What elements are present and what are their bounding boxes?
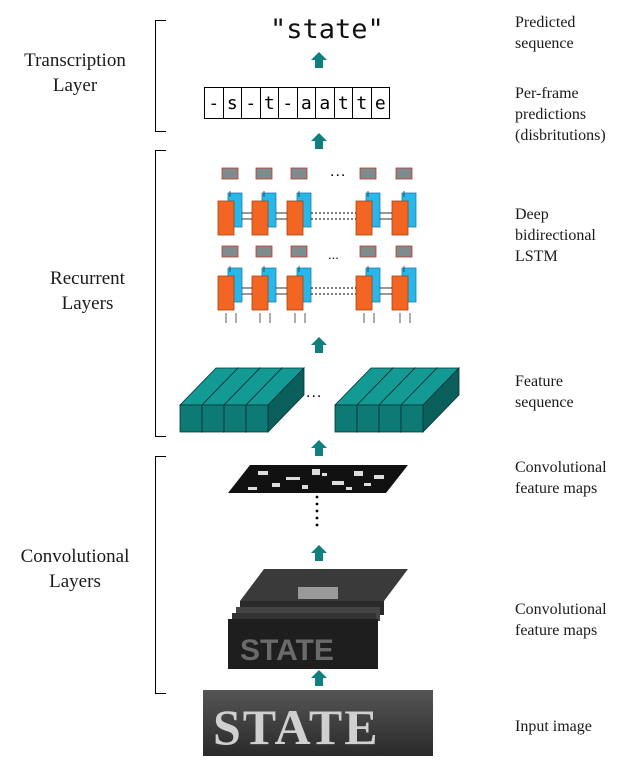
recurrent-layers-label: Recurrent Layers [25, 266, 150, 316]
per-frame-cell: e [372, 88, 390, 118]
conv-feature-map-top [228, 463, 408, 495]
per-frame-cell: - [279, 88, 298, 118]
arrow-up-icon [311, 440, 327, 448]
lstm-forward-cell [356, 276, 372, 310]
lstm-top-ellipsis: ... [330, 163, 346, 181]
lstm-output-cell [360, 168, 376, 179]
conv-map-word: STATE [240, 634, 334, 667]
vertical-ellipsis-icon [314, 492, 320, 542]
arrow-up-icon [311, 337, 327, 345]
arrow-up-icon [311, 52, 327, 60]
feature-sequence-label: Feature sequence [515, 371, 574, 413]
per-frame-cell: t [353, 88, 372, 118]
conv-feature-map-bottom: STATE [218, 565, 418, 675]
lstm-forward-cell [252, 201, 268, 235]
lstm-output-cell [396, 246, 412, 257]
input-image-label: Input image [515, 716, 592, 737]
convolutional-layers-label: Convolutional Layers [5, 544, 145, 594]
lstm-output-cell [360, 246, 376, 257]
predicted-text: "state" [270, 14, 384, 45]
lstm-forward-cell [218, 201, 234, 235]
per-frame-predictions-label: Per-frame predictions (disbritutions) [515, 83, 606, 146]
lstm-forward-cell [218, 276, 234, 310]
deep-bilstm-label: Deep bidirectional LSTM [515, 204, 596, 267]
lstm-output-cell [291, 246, 307, 257]
per-frame-cell: a [298, 88, 317, 118]
conv-feature-maps-top-label: Convolutional feature maps [515, 457, 607, 499]
lstm-output-cell [291, 168, 307, 179]
arrow-up-icon [311, 545, 327, 553]
per-frame-cell: t [261, 88, 280, 118]
arrow-up-icon [311, 133, 327, 141]
predicted-sequence-label: Predicted sequence [515, 12, 575, 54]
recurrent-bracket [155, 150, 166, 437]
lstm-forward-cell [287, 201, 303, 235]
convolutional-bracket [155, 456, 166, 694]
lstm-output-cell [222, 246, 238, 257]
per-frame-cell: a [316, 88, 335, 118]
transcription-layer-label: Transcription Layer [10, 48, 140, 98]
transcription-bracket [155, 20, 166, 132]
lstm-forward-cell [287, 276, 303, 310]
lstm-mid-ellipsis: ... [328, 247, 339, 262]
input-image: STATE [203, 690, 433, 756]
per-frame-cell: - [242, 88, 261, 118]
per-frame-cell: t [335, 88, 354, 118]
lstm-output-cell [256, 168, 272, 179]
lstm-forward-cell [252, 276, 268, 310]
lstm-output-cell [256, 246, 272, 257]
input-image-word: STATE [213, 699, 380, 755]
per-frame-cell: s [224, 88, 243, 118]
feature-sequence-blocks [175, 360, 475, 435]
bilstm-diagram: ... [208, 163, 438, 328]
feature-ellipsis: ... [306, 384, 322, 402]
lstm-forward-cell [392, 276, 408, 310]
conv-feature-maps-bottom-label: Convolutional feature maps [515, 599, 607, 641]
per-frame-cell: - [205, 88, 224, 118]
lstm-forward-cell [392, 201, 408, 235]
lstm-output-cell [396, 168, 412, 179]
lstm-forward-cell [356, 201, 372, 235]
lstm-output-cell [222, 168, 238, 179]
